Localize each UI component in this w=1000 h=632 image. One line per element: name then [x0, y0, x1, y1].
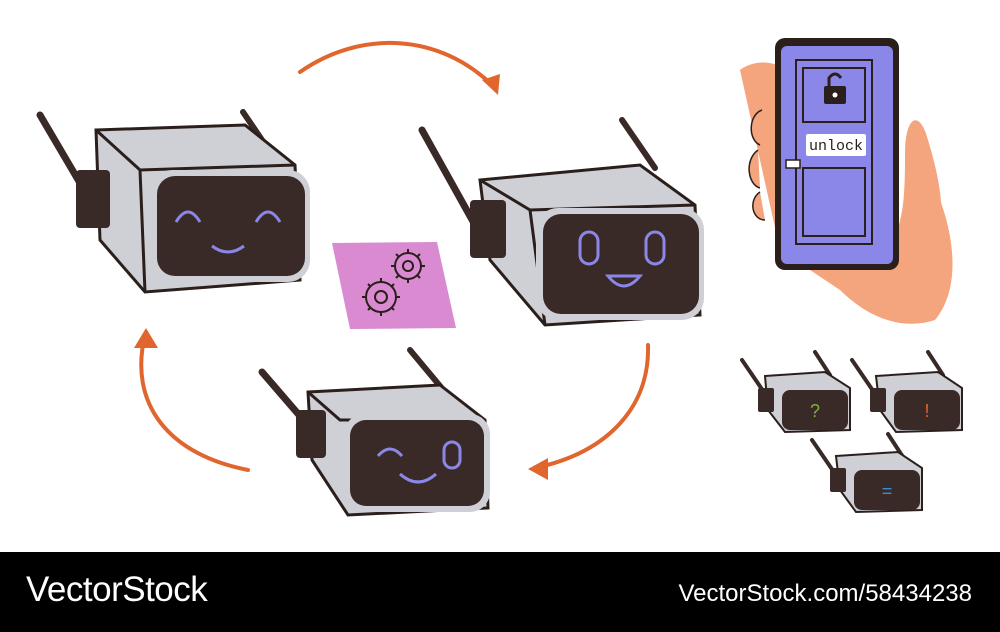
exclamation-icon: !: [924, 401, 929, 421]
arrow-left-icon: [139, 333, 250, 472]
equals-icon: =: [882, 481, 893, 501]
door-outline: [795, 59, 873, 245]
footer-bar: VectorStock VectorStock.com/58434238: [0, 552, 1000, 632]
mini-robot-question: ?: [740, 350, 851, 434]
question-mark-icon: ?: [810, 401, 820, 421]
gear-card: [332, 242, 456, 329]
unlock-label-box: [806, 134, 866, 156]
unlock-label: unlock: [809, 138, 863, 155]
cycle-arrows: [134, 40, 651, 480]
gears-icon: [362, 249, 425, 316]
robot-winking: [258, 347, 490, 517]
robot-surprised: [418, 117, 704, 327]
brand-logo: VectorStock: [26, 570, 208, 609]
lock-icon: [824, 72, 846, 104]
mini-robot-exclamation: !: [850, 350, 963, 434]
illustration: unlock ? ! =: [36, 38, 963, 517]
hand-with-phone: unlock: [740, 38, 953, 324]
mini-robot-equals: =: [810, 432, 923, 514]
arrow-top-icon: [298, 40, 497, 90]
arrow-right-icon: [533, 343, 651, 470]
robot-happy: [36, 109, 310, 294]
image-id: VectorStock.com/58434238: [678, 580, 972, 607]
